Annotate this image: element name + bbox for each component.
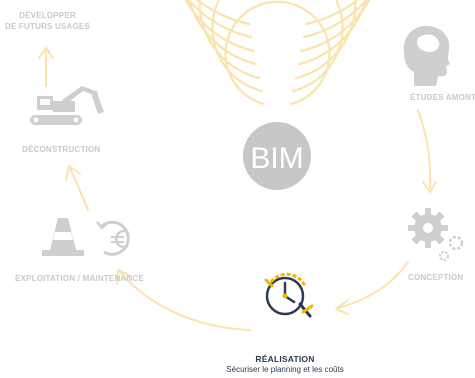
stopwatch-tools-icon [264, 272, 314, 318]
arrowhead [65, 165, 81, 181]
brain-head-icon [403, 25, 450, 86]
stage-developper-line1: DÉVELOPPER [19, 11, 76, 20]
arrow-to-exploitation [119, 271, 251, 331]
stage-realisation-subtitle: Sécuriser le planning et les coûts [226, 365, 344, 374]
arrow-to-deconstruction [69, 167, 89, 211]
spiral-arcs [184, 0, 371, 106]
traffic-cone-icon [42, 218, 84, 256]
bim-label: BIM [250, 142, 303, 175]
arrowhead [335, 299, 349, 315]
excavator-icon [30, 86, 104, 125]
spiral-arc [224, 0, 331, 106]
bim-circle [243, 122, 311, 190]
gears-icon [408, 208, 464, 261]
arrowhead [38, 47, 54, 59]
spiral-arc [211, 0, 344, 93]
arrowhead [422, 181, 437, 193]
arrow-to-realisation [337, 261, 409, 309]
arrowhead [116, 269, 131, 285]
spiral-arc [195, 0, 360, 26]
stage-deconstruction: DÉCONSTRUCTION [22, 145, 101, 154]
stage-conception: CONCEPTION [408, 273, 464, 282]
stage-developper-line2: DE FUTURS USAGES [5, 22, 90, 31]
arrow-to-conception [417, 109, 432, 189]
stage-realisation: RÉALISATION [255, 354, 315, 364]
spiral-arc [187, 0, 368, 39]
stage-exploitation: EXPLOITATION / MAINTENANCE [15, 274, 144, 283]
euro-cycle-icon [96, 220, 130, 256]
stage-etudes-amont: ÉTUDES AMONT [410, 93, 475, 102]
